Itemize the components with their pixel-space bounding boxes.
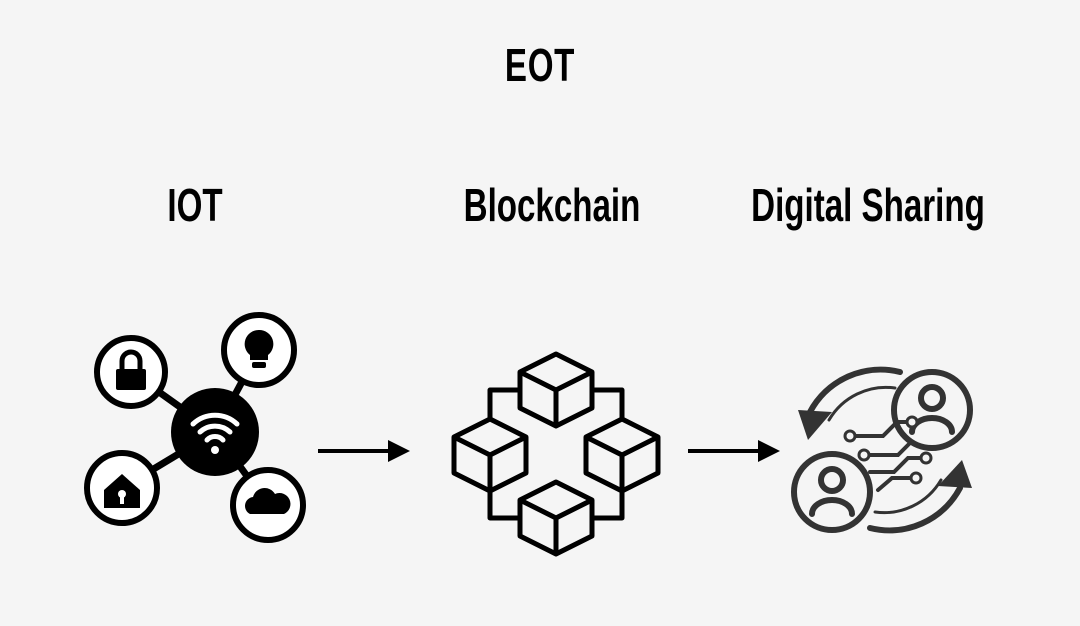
cloud-icon [230, 467, 306, 543]
iot-network-icon [84, 312, 306, 543]
home-icon [84, 450, 160, 526]
stage-label-digital-sharing: Digital Sharing [751, 179, 985, 231]
digital-sharing-icon [791, 366, 973, 534]
stage-label-iot: IOT [167, 179, 223, 231]
diagram-title: EOT [504, 39, 576, 91]
arrow-right-icon [688, 440, 780, 462]
blockchain-cubes-icon [451, 351, 661, 557]
stage-label-blockchain: Blockchain [463, 179, 641, 231]
lightbulb-icon [221, 312, 297, 388]
wifi-hub-icon [171, 388, 259, 476]
lock-icon [94, 335, 168, 409]
arrow-right-icon [318, 440, 410, 462]
